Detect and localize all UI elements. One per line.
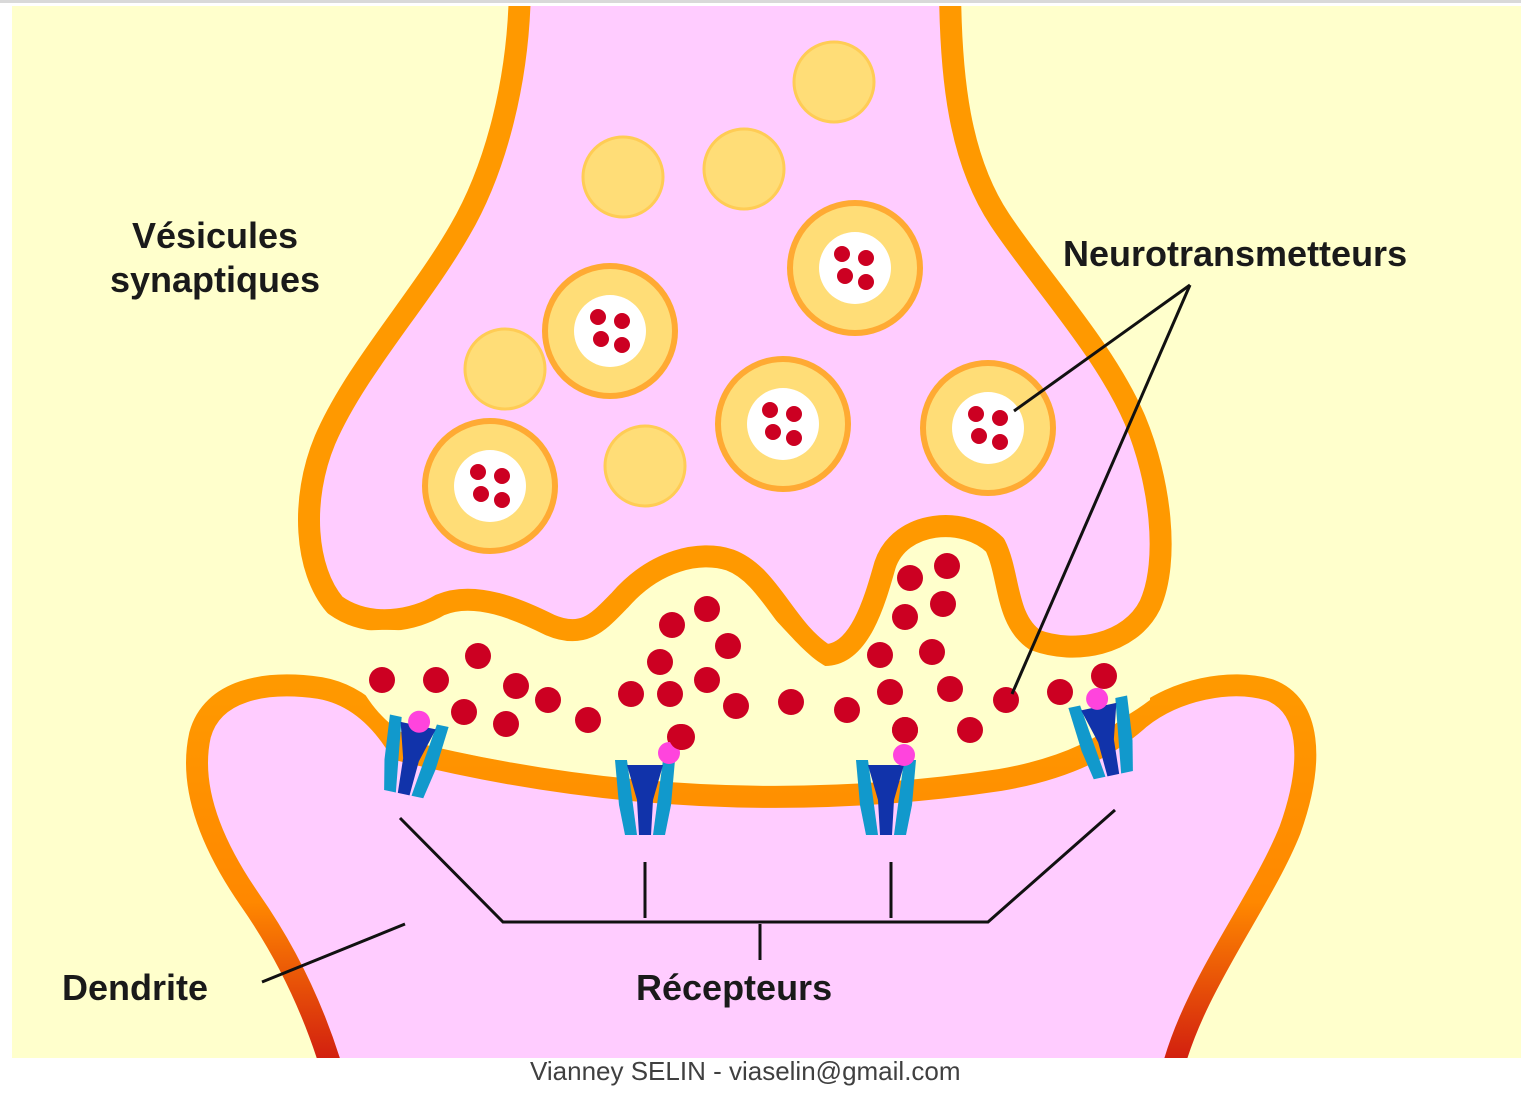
label-dendrite: Dendrite — [62, 966, 208, 1010]
credit-text: Vianney SELIN - viaselin@gmail.com — [530, 1056, 961, 1087]
label-vesicules-line2: synaptiques — [90, 258, 340, 302]
vesicle-empty — [465, 329, 545, 409]
vesicle-filled — [923, 363, 1053, 493]
vesicle-filled — [718, 359, 848, 489]
label-vesicules-synaptiques: Vésicules synaptiques — [90, 214, 340, 302]
vesicle-filled — [790, 203, 920, 333]
vesicle-empty — [794, 42, 874, 122]
label-vesicules-line1: Vésicules — [90, 214, 340, 258]
vesicle-empty — [583, 137, 663, 217]
presynaptic-terminal — [309, 0, 1161, 655]
vesicle-filled — [545, 266, 675, 396]
label-recepteurs: Récepteurs — [636, 966, 832, 1010]
vesicle-empty — [605, 426, 685, 506]
vesicle-filled — [425, 421, 555, 551]
label-neurotransmetteurs: Neurotransmetteurs — [1063, 232, 1407, 276]
vesicle-empty — [704, 129, 784, 209]
